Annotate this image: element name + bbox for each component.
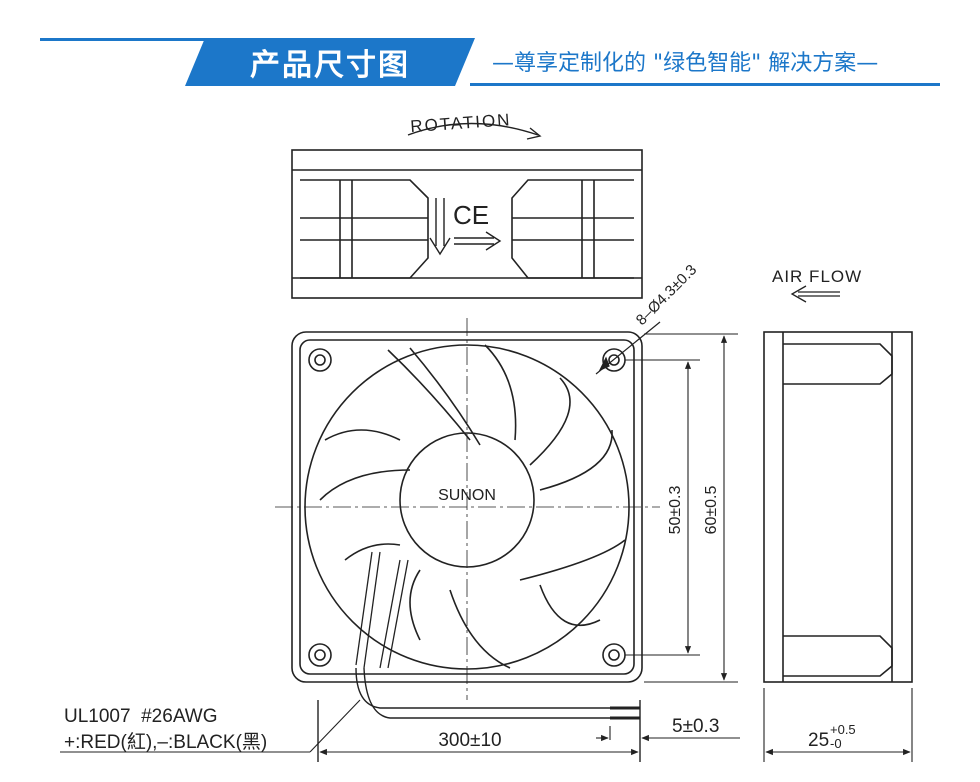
ce-mark: CE (453, 200, 489, 230)
dim-depth-label: 25 (808, 730, 829, 751)
title-banner (185, 38, 475, 86)
dim-outer-60 (644, 333, 738, 683)
side-view (763, 331, 913, 683)
dim-strip-label: 5±0.3 (672, 716, 719, 737)
header-rule-left (40, 38, 250, 41)
wire-spec-line1: UL1007 #26AWG (64, 706, 218, 727)
dim-depth-minus: -0 (830, 736, 842, 751)
hole-leader (595, 321, 661, 375)
center-lines (275, 318, 660, 700)
dim-length-label: 300±10 (438, 730, 501, 751)
ce-flow-arrows (429, 198, 502, 256)
wire-leader (60, 699, 361, 753)
dim-depth-plus: +0.5 (830, 722, 856, 737)
page-title: 产品尺寸图 (250, 48, 410, 83)
top-view (291, 149, 643, 299)
dim-depth (763, 688, 913, 762)
dim-outer-label: 60±0.5 (703, 485, 720, 534)
wire-spec-line2: +:RED(紅),–:BLACK(黑) (64, 731, 267, 753)
dim-cable (319, 726, 740, 756)
page-header: 产品尺寸图 —尊享定制化的 "绿色智能" 解决方案— (0, 0, 980, 92)
air-flow-arrow (790, 285, 840, 303)
rotation-label: ROTATION (410, 110, 512, 136)
cable (317, 667, 641, 762)
header-rule-right (470, 83, 940, 86)
dim-inner-label: 50±0.3 (667, 485, 684, 534)
rotation-indicator (407, 122, 542, 140)
brand-label: SUNON (438, 487, 496, 504)
dim-inner-50 (625, 359, 700, 656)
page-subtitle: —尊享定制化的 "绿色智能" 解决方案— (492, 51, 879, 76)
air-flow-label: AIR FLOW (772, 267, 862, 286)
hole-spec-label: 8–Ø4.3±0.3 (633, 261, 700, 328)
